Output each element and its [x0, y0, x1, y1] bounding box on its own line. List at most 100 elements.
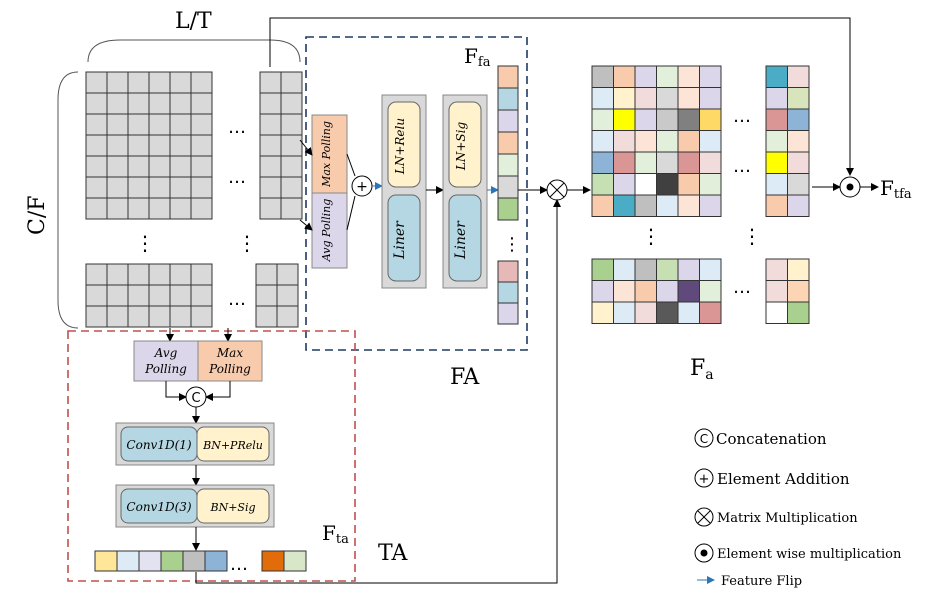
ffa-cell	[497, 175, 519, 199]
fa-matrix-main-cell	[634, 108, 657, 131]
ta-max-polling-box	[197, 340, 263, 382]
fa-matrix-main-cell	[591, 173, 614, 196]
fa-matrix-bottom-right-cell	[787, 301, 810, 324]
fa-matrix-main-cell	[613, 151, 636, 174]
ffa-cell	[497, 153, 519, 177]
fa-matrix-bottom-cell	[591, 280, 614, 303]
skip-connection-line	[269, 17, 854, 176]
input-grid-main-cell	[148, 92, 171, 115]
input-grid-main-cell	[106, 197, 129, 220]
fa-matrix-main-cell	[656, 194, 679, 217]
svg-text:+: +	[356, 179, 368, 195]
input-grid-right-cell	[259, 92, 282, 115]
fa-avg-polling-label: Avg Polling	[320, 199, 333, 263]
fa-matrix-right-cell	[765, 108, 788, 131]
fa-matrix-main-cell	[613, 108, 636, 131]
input-grid-main-cell	[169, 113, 192, 136]
legend-flip-text: Feature Flip	[721, 574, 802, 589]
fta-cell	[138, 550, 162, 572]
input-grid-bottom-cell	[169, 305, 192, 328]
input-grid-bottom-right-cell	[276, 284, 299, 307]
fa-ln-sig-box	[448, 101, 482, 188]
input-grid-bottom-right-cell	[255, 305, 278, 328]
ta-module-box	[67, 330, 356, 582]
input-grid-bottom-cell	[106, 305, 129, 328]
input-grid-main-cell	[85, 176, 108, 199]
fa-matrix-right-cell	[787, 65, 810, 88]
fa-matrix-bottom-cell	[677, 258, 700, 281]
fa-block-label: FA	[450, 365, 480, 390]
fta-vector	[94, 550, 307, 572]
fa-module-box	[305, 36, 528, 351]
input-grid-right-cell	[259, 71, 282, 94]
input-grid-bottom-cell	[106, 284, 129, 307]
ta-bn-sig-box	[196, 488, 270, 524]
fa-matrix-main-cell	[699, 151, 722, 174]
input-grid-bottom-cell	[85, 305, 108, 328]
input-grid-main-cell	[106, 92, 129, 115]
fa-matrix-main-cell	[656, 65, 679, 88]
input-grid-main-cell	[106, 71, 129, 94]
fa-matrix-main-cell	[634, 130, 657, 153]
input-grid-main-cell	[127, 92, 150, 115]
ta-avg-label-2: Polling	[144, 362, 187, 376]
fa-matrix-bottom-right-cell	[765, 280, 788, 303]
fa-matrix-bottom-right-cell	[787, 258, 810, 281]
fa-output-label: Fa	[690, 356, 714, 383]
ffa-cell	[497, 197, 519, 221]
input-grid-main-cell	[106, 113, 129, 136]
fa-matrix-main-cell	[677, 130, 700, 153]
fa-matrix-right-cell	[765, 173, 788, 196]
fa-matrix-main-cell	[656, 173, 679, 196]
input-grid-main-cell	[190, 113, 213, 136]
input-grid-main-cell	[190, 134, 213, 157]
fa-matrix-bottom-cell	[677, 280, 700, 303]
input-grid-main-cell	[190, 176, 213, 199]
input-grid-bottom-cell	[169, 263, 192, 286]
fa-matrix-bottom-right-cell	[787, 280, 810, 303]
fa-matrix-main-cell	[677, 87, 700, 110]
fa-matrix-right-cell	[765, 151, 788, 174]
input-grid-right-cell	[280, 113, 303, 136]
input-grid-bottom-right-cell	[276, 305, 299, 328]
grid-hdots-1: …	[228, 117, 246, 138]
fa-matrix-right-cell	[765, 130, 788, 153]
lt-brace	[87, 39, 301, 63]
fa-matrix-bottom-cell	[699, 280, 722, 303]
input-grid-main-cell	[85, 113, 108, 136]
input-grid-right-cell	[280, 134, 303, 157]
ta-conv3-label: Conv1D(3)	[126, 500, 191, 514]
ta-block-label: TA	[378, 541, 408, 566]
ffa-cell	[497, 65, 519, 89]
legend-concat-icon	[694, 428, 714, 448]
fa-matrix-main-cell	[634, 65, 657, 88]
legend-matmul-text: Matrix Multiplication	[717, 511, 858, 526]
fa-liner1-label: Liner	[392, 220, 408, 260]
ffa-cell	[497, 281, 519, 304]
legend-add-icon	[694, 468, 714, 488]
input-grid-right-cell	[259, 197, 282, 220]
fa-matrix-main-cell	[699, 173, 722, 196]
fa-hdots-1: …	[733, 106, 751, 127]
input-grid-main-cell	[106, 176, 129, 199]
fa-ln-relu-label: LN+Relu	[393, 118, 407, 175]
ftfa-label: Ftfa	[880, 176, 912, 202]
fa-matrix-right-cell	[787, 130, 810, 153]
fa-matrix-right-cell	[787, 173, 810, 196]
input-grid-main-cell	[106, 134, 129, 157]
fa-matrix-main-cell	[699, 130, 722, 153]
fa-matrix-right-cell	[765, 87, 788, 110]
input-grid-main-cell	[169, 197, 192, 220]
input-grid-bottom-cell	[148, 263, 171, 286]
input-grid-bottom-cell	[106, 263, 129, 286]
ta-bn-prelu-label: BN+PRelu	[202, 439, 263, 452]
ta-bn-sig-label: BN+Sig	[209, 501, 255, 514]
fa-output-matrices	[591, 65, 810, 324]
input-grid-main-cell	[190, 197, 213, 220]
input-grid-main-cell	[85, 71, 108, 94]
fa-matrix-bottom-cell	[634, 258, 657, 281]
fa-matrix-main-cell	[634, 151, 657, 174]
fta-cell	[283, 550, 307, 572]
fa-matrix-main-cell	[677, 194, 700, 217]
